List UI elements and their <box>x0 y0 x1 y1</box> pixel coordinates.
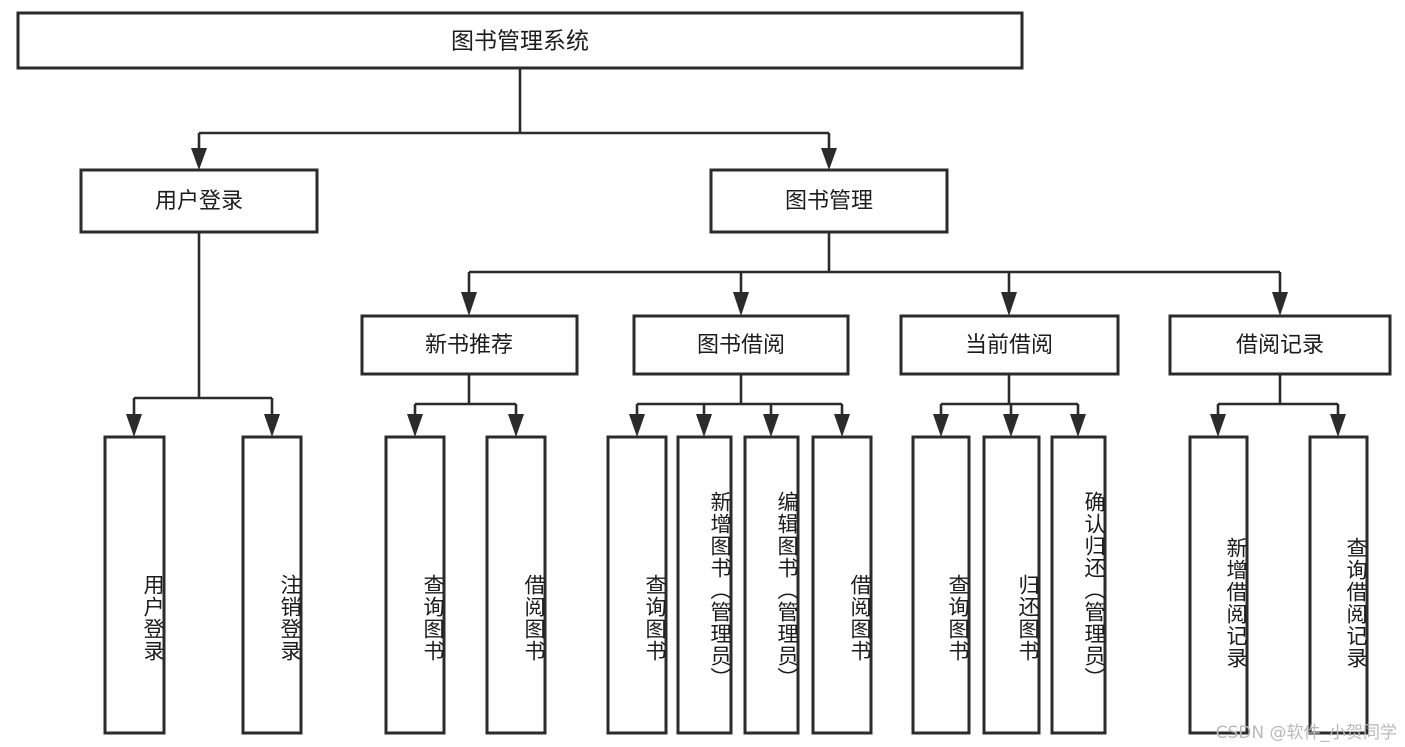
node-new-book-recommend-label: 新书推荐 <box>425 333 513 358</box>
arrow-recommend-leaf-1 <box>407 414 423 437</box>
arrow-record-leaf-2 <box>1330 414 1346 437</box>
leaf-box-confirm-return[interactable] <box>1050 435 1107 735</box>
connector-group-borrow-record <box>1210 374 1346 437</box>
arrow-borrow-leaf-2 <box>696 414 712 437</box>
arrow-borrow-leaf-3 <box>763 414 779 437</box>
connector-group-user-login <box>126 232 280 437</box>
arrow-user-leaf-2 <box>264 414 280 437</box>
leaf-box-borrow-book-1[interactable] <box>485 435 547 735</box>
node-borrow-record[interactable]: 借阅记录 <box>1168 314 1392 376</box>
connector-group-new-book-recommend <box>407 374 524 437</box>
arrow-book-to-current <box>1001 292 1017 316</box>
leaf-box-query-book-3[interactable] <box>911 435 971 735</box>
arrow-recommend-leaf-2 <box>508 414 524 437</box>
arrow-book-to-recommend <box>461 292 477 316</box>
leaf-box-edit-book-admin[interactable] <box>743 435 800 735</box>
node-borrow-record-box[interactable] <box>1168 314 1392 376</box>
arrow-current-leaf-2 <box>1003 414 1019 437</box>
leaf-box-query-book-1[interactable] <box>384 435 446 735</box>
node-current-borrow-label: 当前借阅 <box>965 333 1053 358</box>
arrow-book-to-borrow <box>733 292 749 316</box>
leaf-box-user-login[interactable] <box>103 435 166 735</box>
arrow-borrow-leaf-1 <box>629 414 645 437</box>
leaf-box-add-book-admin[interactable] <box>676 435 733 735</box>
node-user-login-label: 用户登录 <box>155 189 243 214</box>
leaf-box-query-book-2[interactable] <box>606 435 668 735</box>
arrow-root-to-book <box>821 148 837 170</box>
node-new-book-recommend-box[interactable] <box>360 314 579 376</box>
node-book-management[interactable]: 图书管理 <box>709 168 949 234</box>
node-current-borrow-box[interactable] <box>899 314 1120 376</box>
arrow-root-to-user <box>191 148 207 170</box>
leaf-box-query-record[interactable] <box>1308 435 1369 735</box>
node-book-management-box[interactable] <box>709 168 949 234</box>
node-borrow-record-label: 借阅记录 <box>1236 333 1324 358</box>
node-book-borrow-box[interactable] <box>632 314 850 376</box>
connector-group-book-borrow <box>629 374 850 437</box>
arrow-record-leaf-1 <box>1210 414 1226 437</box>
leaf-boxes <box>103 435 1369 735</box>
csdn-watermark: CSDN @软件_小贺同学 <box>1215 723 1397 743</box>
arrow-book-to-record <box>1272 292 1288 316</box>
leaf-box-return-book[interactable] <box>982 435 1041 735</box>
connector-group-root <box>191 68 837 170</box>
leaf-box-add-record[interactable] <box>1188 435 1249 735</box>
arrow-current-leaf-1 <box>933 414 949 437</box>
node-user-login-box[interactable] <box>79 168 319 234</box>
node-current-borrow[interactable]: 当前借阅 <box>899 314 1120 376</box>
node-user-login[interactable]: 用户登录 <box>79 168 319 234</box>
connector-group-current-borrow <box>933 374 1086 437</box>
leaf-box-borrow-book-2[interactable] <box>811 435 873 735</box>
node-root[interactable]: 图书管理系统 <box>16 11 1024 70</box>
arrow-borrow-leaf-4 <box>834 414 850 437</box>
node-book-borrow[interactable]: 图书借阅 <box>632 314 850 376</box>
node-root-label: 图书管理系统 <box>451 29 589 55</box>
node-root-box[interactable] <box>16 11 1024 70</box>
node-new-book-recommend[interactable]: 新书推荐 <box>360 314 579 376</box>
leaf-box-logout[interactable] <box>241 435 303 735</box>
node-book-management-label: 图书管理 <box>785 189 873 214</box>
node-book-borrow-label: 图书借阅 <box>697 333 785 358</box>
arrow-current-leaf-3 <box>1070 414 1086 437</box>
arrow-user-leaf-1 <box>126 414 142 437</box>
connector-group-book-manage <box>461 232 1288 316</box>
